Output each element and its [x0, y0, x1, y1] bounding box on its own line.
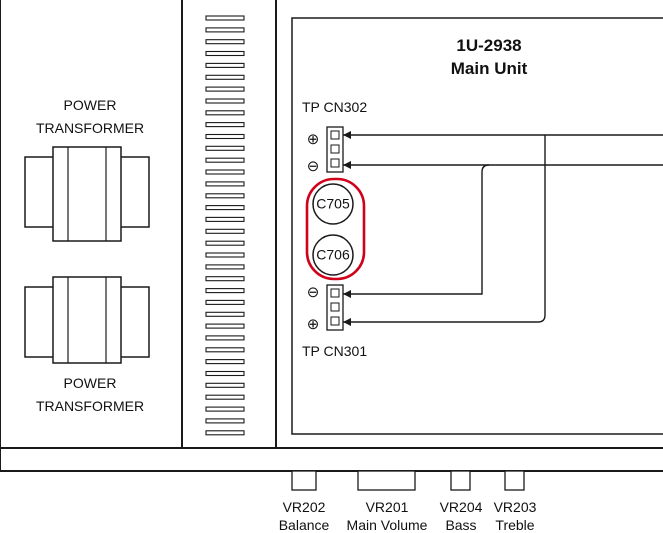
capacitor-c705-label: C705 — [316, 196, 350, 212]
wire-cn301-plus-arrow-icon — [343, 318, 351, 326]
control-vr202-knob — [291, 470, 317, 491]
heatsink-fin — [205, 335, 245, 341]
heatsink-fin — [205, 62, 245, 68]
heatsink-fin — [205, 157, 245, 163]
heatsink-fin — [205, 252, 245, 258]
heatsink-fin — [205, 216, 245, 222]
power-transformer-2: POWER TRANSFORMER — [24, 276, 150, 414]
connector-cn302: TP CN302 ⊕ ⊖ — [302, 99, 367, 175]
wire-cn302-minus-arrow-icon — [343, 161, 351, 169]
heatsink-fin — [205, 110, 245, 116]
control-vr201-name: Main Volume — [347, 517, 428, 533]
transformer-2-label-line1: POWER — [64, 375, 117, 391]
connector-cn302-pin-1 — [330, 130, 340, 140]
connector-cn302-minus-icon: ⊖ — [307, 158, 320, 175]
heatsink-fin — [205, 276, 245, 282]
heatsink-fin — [205, 169, 245, 175]
main-unit-board-outline — [291, 17, 663, 435]
heatsink-fin — [205, 181, 245, 187]
transformer-2-label-line2: TRANSFORMER — [36, 398, 144, 414]
control-vr201-knob — [357, 470, 416, 491]
unit-name: Main Unit — [451, 59, 528, 78]
heatsink-fin — [205, 133, 245, 140]
transformer-1-label-line2: TRANSFORMER — [36, 120, 144, 136]
heatsink-fin — [205, 122, 245, 128]
control-vr204-knob — [450, 470, 471, 491]
connector-cn301-plus-icon: ⊕ — [307, 316, 320, 333]
control-vr202-name: Balance — [279, 517, 330, 533]
connector-cn301-pin-1 — [330, 288, 340, 298]
capacitor-c706 — [312, 234, 354, 276]
control-vr203-knob — [504, 470, 525, 491]
heatsink-fin — [205, 27, 245, 33]
heatsink-fin — [205, 311, 245, 317]
unit-model: 1U-2938 — [456, 36, 521, 55]
heatsink-fin — [205, 193, 245, 199]
heatsink-fin — [205, 299, 245, 305]
connector-cn301-pin-2 — [330, 302, 340, 312]
heatsink-fin — [205, 347, 245, 353]
heatsink-fin — [205, 406, 245, 412]
heatsink-fin — [205, 98, 245, 104]
control-vr203-ref: VR203 — [494, 499, 537, 515]
heatsink-fin — [205, 86, 245, 92]
control-vr201-ref: VR201 — [366, 499, 409, 515]
heatsink-fin — [205, 228, 245, 234]
heatsink-fin — [205, 205, 245, 211]
chassis — [0, 0, 663, 472]
transformer-2-coil — [52, 276, 122, 364]
wire-cn301-plus — [343, 135, 546, 323]
transformer-1-label-line1: POWER — [64, 97, 117, 113]
heatsink — [205, 15, 245, 436]
heatsink-fin — [205, 418, 245, 424]
capacitors: C705 C706 — [305, 177, 366, 281]
wire-cn301-minus-arrow-icon — [343, 290, 351, 298]
heatsink-fin — [205, 370, 245, 377]
control-vr203-name: Treble — [495, 517, 534, 533]
connector-cn301-label: TP CN301 — [302, 343, 367, 359]
heatsink-fin — [205, 50, 245, 57]
heatsink-fin — [205, 359, 245, 365]
connector-cn302-plus-icon: ⊕ — [307, 131, 320, 148]
heatsink-fin — [205, 74, 245, 80]
connector-cn302-pin-2 — [330, 144, 340, 154]
capacitor-highlight — [305, 177, 366, 281]
front-panel-controls: VR202 Balance VR201 Main Volume VR204 Ba… — [279, 470, 537, 533]
heatsink-fin — [205, 382, 245, 388]
connector-cn302-housing — [326, 126, 344, 173]
wire-cn301-minus — [343, 164, 490, 295]
connector-cn301: ⊖ ⊕ TP CN301 — [302, 284, 367, 359]
wire-cn302-plus-arrow-icon — [343, 131, 351, 139]
capacitor-c705 — [312, 183, 354, 225]
capacitor-c706-label: C706 — [316, 247, 350, 263]
connector-cn301-housing — [326, 284, 344, 331]
main-unit-board: 1U-2938 Main Unit — [291, 17, 663, 435]
control-vr202-ref: VR202 — [283, 499, 326, 515]
connector-cn301-pin-3 — [330, 316, 340, 326]
heatsink-fin — [205, 240, 245, 246]
heatsink-fin — [205, 145, 245, 151]
connector-cn302-pin-3 — [330, 158, 340, 168]
connector-cn302-label: TP CN302 — [302, 99, 367, 115]
heatsink-fin — [205, 323, 245, 329]
control-vr204-ref: VR204 — [440, 499, 483, 515]
heatsink-fin — [205, 288, 245, 294]
connector-cn301-minus-icon: ⊖ — [307, 284, 320, 301]
heatsink-fin — [205, 430, 245, 436]
control-vr204-name: Bass — [445, 517, 476, 533]
heatsink-fin — [205, 264, 245, 270]
transformer-1-coil — [52, 146, 122, 242]
heatsink-fin — [205, 394, 245, 400]
wiring — [343, 131, 663, 326]
heatsink-fin — [205, 39, 245, 45]
power-transformer-1: POWER TRANSFORMER — [24, 97, 150, 242]
heatsink-fin — [205, 15, 245, 21]
